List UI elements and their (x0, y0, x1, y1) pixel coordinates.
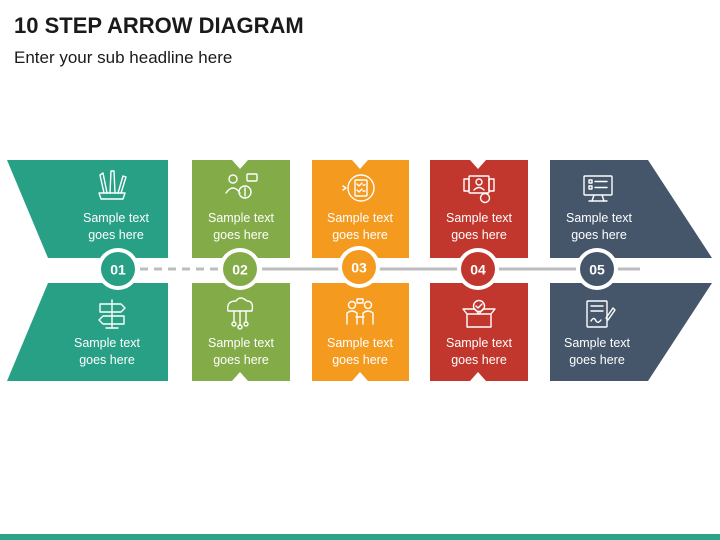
step-4: Sample text goes here Sample text goes h… (430, 160, 528, 381)
person-dollar-icon (225, 173, 258, 199)
step-2-node-fill (223, 252, 257, 286)
step-3-bottom-shape (312, 283, 409, 381)
package-check-icon (462, 299, 496, 328)
step-2-bottom-text-line2: goes here (213, 353, 269, 367)
step-3-top-text-line1: Sample text (327, 211, 394, 225)
step-3-bottom-text-line2: goes here (332, 353, 388, 367)
step-1-bottom-shape (7, 283, 168, 381)
step-4-top-shape (430, 160, 528, 258)
signed-contract-icon (586, 300, 616, 328)
page-subtitle: Enter your sub headline here (14, 48, 233, 67)
step-2-bottom-shape (192, 283, 290, 381)
step-4-bottom-text-line2: goes here (451, 353, 507, 367)
step-4-bottom-shape (430, 283, 528, 381)
step-1-top-text-line1: Sample text (83, 211, 150, 225)
step-2: Sample text goes here Sample text goes h… (192, 160, 290, 381)
step-2-number: 02 (232, 262, 248, 278)
step-5-top-shape (550, 160, 712, 258)
step-4-node-fill (461, 252, 495, 286)
step-2-bottom-text-line1: Sample text (208, 336, 275, 350)
step-1-bottom-text-line1: Sample text (74, 336, 141, 350)
step-1-number: 01 (110, 262, 126, 278)
step-3-number: 03 (351, 260, 367, 276)
step-5-bottom-shape (550, 283, 712, 381)
step-4-top-text-line1: Sample text (446, 211, 513, 225)
monitor-checklist-icon (583, 175, 613, 202)
page-title: 10 STEP ARROW DIAGRAM (14, 13, 304, 38)
step-4-bottom-text-line1: Sample text (446, 336, 513, 350)
step-5-top-text-line1: Sample text (566, 211, 633, 225)
step-1-node-fill (101, 252, 135, 286)
step-3-top-text-line2: goes here (332, 228, 388, 242)
step-5: Sample text goes here Sample text goes h… (550, 160, 712, 381)
profile-documents-icon (463, 175, 495, 204)
step-5-number: 05 (589, 262, 605, 278)
step-2-top-text-line1: Sample text (208, 211, 275, 225)
step-2-top-shape (192, 160, 290, 258)
step-5-node-fill (580, 252, 614, 286)
step-3-bottom-text-line1: Sample text (327, 336, 394, 350)
step-1-bottom-text-line2: goes here (79, 353, 135, 367)
step-4-top-text-line2: goes here (451, 228, 507, 242)
cloud-network-icon (226, 297, 254, 330)
step-5-bottom-text-line2: goes here (569, 353, 625, 367)
step-1-top-text-line2: goes here (88, 228, 144, 242)
bottom-accent-bar (0, 534, 720, 540)
step-4-number: 04 (470, 262, 486, 278)
step-5-bottom-text-line1: Sample text (564, 336, 631, 350)
step-5-top-text-line2: goes here (571, 228, 627, 242)
signpost-icon (98, 299, 126, 329)
art-supplies-icon (98, 170, 127, 200)
team-meeting-icon (346, 298, 374, 325)
step-3-node-fill (342, 250, 376, 284)
step-3-top-shape (312, 160, 409, 258)
step-3: Sample text goes here Sample text goes h… (312, 160, 409, 381)
step-1-top-shape (7, 160, 168, 258)
step-1: Sample text goes here Sample text goes h… (7, 160, 168, 381)
step-2-top-text-line2: goes here (213, 228, 269, 242)
checklist-icon (342, 174, 375, 202)
